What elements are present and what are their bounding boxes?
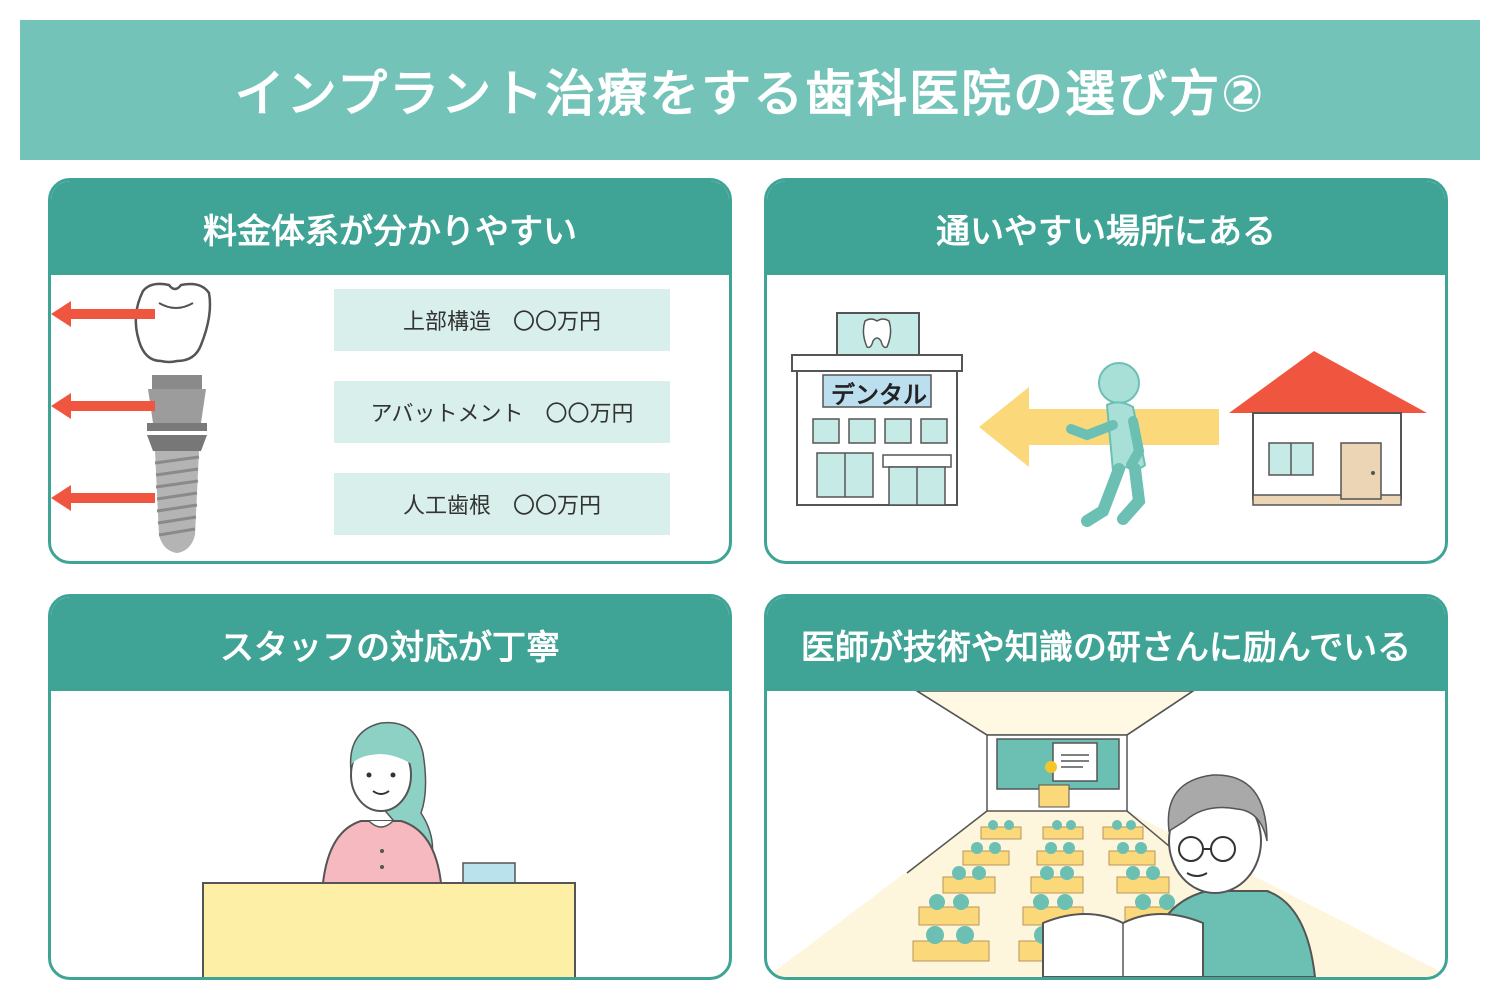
audience-heads (926, 820, 1188, 944)
implant-illustration (134, 282, 212, 553)
panel-location-body: デンタル (767, 275, 1445, 561)
slide-icon (1052, 742, 1098, 782)
panel-training-body (767, 691, 1445, 977)
desk-device-icon (462, 862, 516, 886)
walking-person-icon (1066, 362, 1147, 527)
reception-desk (202, 882, 576, 977)
title-banner: インプラント治療をする歯科医院の選び方② (20, 20, 1480, 160)
price-crown: 上部構造 〇〇万円 (334, 289, 670, 351)
lecturer-icon (1045, 761, 1057, 773)
price-abutment: アバットメント 〇〇万円 (334, 381, 670, 443)
location-illustration (791, 312, 1427, 527)
panel-location-heading: 通いやすい場所にある (767, 181, 1445, 275)
panel-staff-body (51, 691, 729, 977)
reception-illustration (202, 721, 576, 977)
panel-staff-heading: スタッフの対応が丁寧 (51, 597, 729, 691)
panel-price-body: 上部構造 〇〇万円 アバットメント 〇〇万円 人工歯根 〇〇万円 (51, 275, 729, 561)
price-root: 人工歯根 〇〇万円 (334, 473, 670, 535)
clinic-sign-text: デンタル (831, 381, 927, 409)
panel-training: 医師が技術や知識の研さんに励んでいる (764, 594, 1448, 980)
clinic-building-icon (791, 312, 963, 506)
arrow-left-icon (51, 485, 155, 511)
panel-staff: スタッフの対応が丁寧 (48, 594, 732, 980)
panel-price-heading: 料金体系が分かりやすい (51, 181, 729, 275)
abutment-icon (152, 375, 202, 389)
house-icon (1229, 351, 1427, 506)
panel-training-heading: 医師が技術や知識の研さんに励んでいる (767, 597, 1445, 691)
panel-location: 通いやすい場所にある (764, 178, 1448, 564)
implant-root-icon (147, 435, 207, 451)
podium-icon (1038, 784, 1070, 808)
seminar-illustration (767, 691, 1445, 977)
page-title: インプラント治療をする歯科医院の選び方② (234, 65, 1266, 123)
panel-price: 料金体系が分かりやすい (48, 178, 732, 564)
doctor-icon (1042, 774, 1317, 977)
arrow-left-icon (51, 393, 155, 419)
arrow-left-icon (51, 301, 155, 327)
staff-person-icon (321, 721, 443, 884)
